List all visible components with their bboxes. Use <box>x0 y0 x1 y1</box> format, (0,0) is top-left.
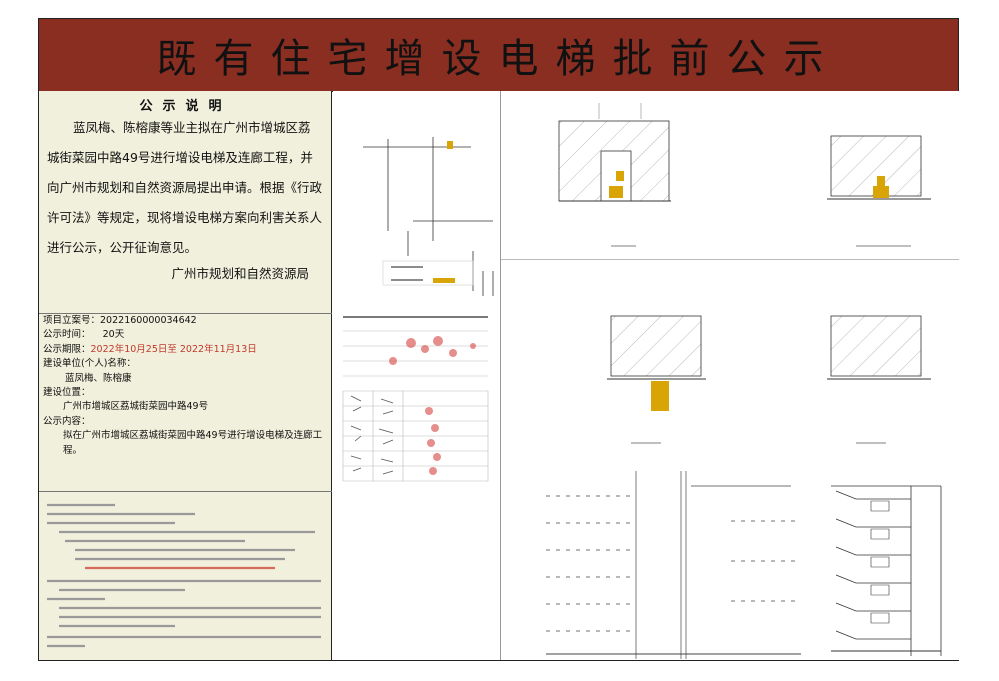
content-label: 公示内容： <box>43 415 91 427</box>
duration: 20天 <box>102 329 125 341</box>
opinion-form <box>342 316 489 482</box>
divider <box>501 259 959 260</box>
project-no-label: 项目立案号： <box>43 315 101 326</box>
notice-panel: 公示说明 蓝凤梅、陈榕康等业主拟在广州市增城区荔城街菜园中路49号进行增设电梯及… <box>39 91 332 660</box>
page-header: 既有住宅增设电梯批前公示 <box>39 19 958 92</box>
duration-row: 公示时间： 20天 <box>43 328 328 342</box>
floor-plan-2 <box>827 135 931 247</box>
applicant: 蓝凤梅、陈榕康 <box>65 372 132 384</box>
period-row: 公示期限：2022年10月25日至 2022年11月13日 <box>43 343 328 357</box>
floor-plan-3 <box>607 315 706 444</box>
site-plan-drawing <box>363 137 494 296</box>
drawings-panel <box>500 91 959 660</box>
period-label: 公示期限： <box>43 343 91 355</box>
location-label: 建设位置： <box>43 387 91 399</box>
floor-plan-4 <box>827 315 931 444</box>
elevation-drawing <box>546 471 801 659</box>
divider <box>39 313 332 314</box>
divider <box>39 491 332 492</box>
floor-plan-1 <box>558 103 671 247</box>
applicant-label: 建设单位(个人)名称： <box>43 358 136 370</box>
notice-title: 公示说明 <box>139 99 232 114</box>
location: 广州市增城区荔城街菜园中路49号 <box>63 401 209 413</box>
project-info: 项目立案号：2022160000034642 公示时间： 20天 公示期限：20… <box>43 314 328 458</box>
content: 拟在广州市增城区荔城街菜园中路49号进行增设电梯及连廊工程。 <box>63 430 323 456</box>
project-no: 2022160000034642 <box>100 315 197 326</box>
notice-body: 蓝凤梅、陈榕康等业主拟在广州市增城区荔城街菜园中路49号进行增设电梯及连廊工程，… <box>47 120 323 255</box>
legend-swatch <box>433 278 455 283</box>
period: 2022年10月25日至 2022年11月13日 <box>90 343 257 355</box>
notice-board: 既有住宅增设电梯批前公示 公示说明 蓝凤梅、陈榕康等业主拟在广州市增城区荔城街菜… <box>38 18 959 661</box>
elevator-mark <box>447 141 453 149</box>
section-drawing <box>831 485 942 656</box>
site-plan-panel <box>333 91 500 660</box>
duration-label: 公示时间： <box>43 329 91 341</box>
page-title: 既有住宅增设电梯批前公示 <box>156 36 841 82</box>
project-no-row: 项目立案号：2022160000034642 <box>43 314 328 328</box>
notice-signer: 广州市规划和自然资源局 <box>171 266 309 281</box>
